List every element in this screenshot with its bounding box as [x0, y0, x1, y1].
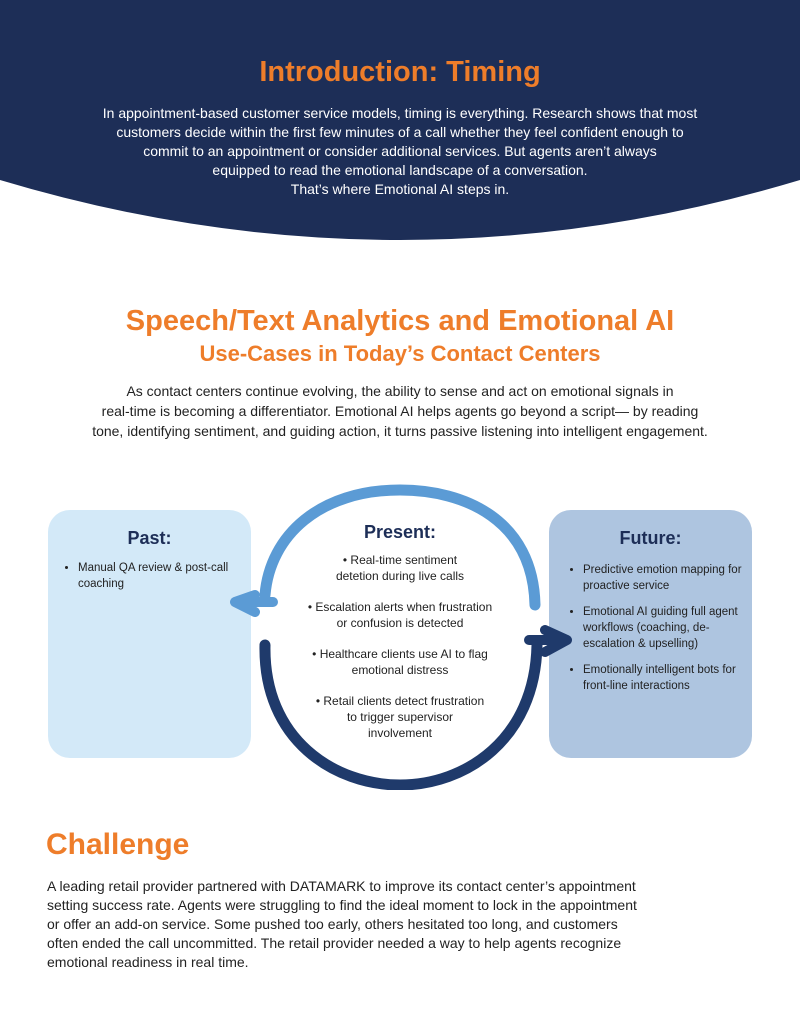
- section-subtitle: Use-Cases in Today’s Contact Centers: [199, 341, 601, 366]
- challenge-title: Challenge: [46, 828, 190, 861]
- future-item: Emotionally intelligent bots for front-l…: [583, 662, 742, 694]
- cycle-arc-top: [259, 484, 541, 611]
- past-list: Manual QA review & post-call coaching: [66, 560, 241, 602]
- arrow-left-icon: [230, 590, 278, 617]
- intro-line: customers decide within the first few mi…: [116, 124, 684, 140]
- future-card: Future: Predictive emotion mapping for p…: [549, 510, 752, 758]
- past-item: Manual QA review & post-call coaching: [78, 560, 241, 592]
- future-item: Predictive emotion mapping for proactive…: [583, 562, 742, 594]
- intro-line: equipped to read the emotional landscape…: [212, 162, 588, 178]
- intro-paragraph: In appointment-based customer service mo…: [60, 104, 740, 199]
- section-line: real-time is becoming a differentiator. …: [101, 403, 699, 419]
- present-disc: [272, 502, 528, 778]
- cycle-diagram: [230, 484, 572, 790]
- section-line: As contact centers continue evolving, th…: [126, 383, 674, 399]
- present-item: • Healthcare clients use AI to flag emot…: [312, 647, 488, 677]
- section-paragraph: As contact centers continue evolving, th…: [30, 381, 770, 441]
- future-item: Emotional AI guiding full agent workflow…: [583, 604, 742, 652]
- past-card: Past: Manual QA review & post-call coach…: [48, 510, 251, 758]
- section-line: tone, identifying sentiment, and guiding…: [92, 423, 708, 439]
- intro-title: Introduction: Timing: [259, 56, 541, 88]
- intro-line: That’s where Emotional AI steps in.: [290, 181, 510, 197]
- challenge-paragraph: A leading retail provider partnered with…: [47, 877, 767, 972]
- section-title: Speech/Text Analytics and Emotional AI: [125, 305, 675, 337]
- challenge-line: often ended the call uncommitted. The re…: [47, 935, 622, 951]
- present-item: • Real-time sentiment detetion during li…: [335, 553, 465, 583]
- challenge-line: emotional readiness in real time.: [47, 954, 249, 970]
- intro-line: commit to an appointment or consider add…: [143, 143, 657, 159]
- past-title: Past:: [127, 528, 172, 548]
- challenge-line: setting success rate. Agents were strugg…: [47, 897, 637, 913]
- present-item: • Escalation alerts when frustration or …: [307, 600, 493, 630]
- future-list: Predictive emotion mapping for proactive…: [571, 562, 742, 704]
- intro-line: In appointment-based customer service mo…: [102, 105, 698, 121]
- present-item: • Retail clients detect frustration to t…: [315, 694, 485, 740]
- present-title: Present:: [363, 522, 437, 542]
- challenge-line: or offer an add-on service. Some pushed …: [47, 916, 618, 932]
- challenge-line: A leading retail provider partnered with…: [47, 878, 636, 894]
- arrow-right-icon: [524, 625, 572, 657]
- future-title: Future:: [619, 528, 682, 548]
- hero-background: [0, 0, 800, 240]
- cycle-arc-bottom: [259, 639, 543, 790]
